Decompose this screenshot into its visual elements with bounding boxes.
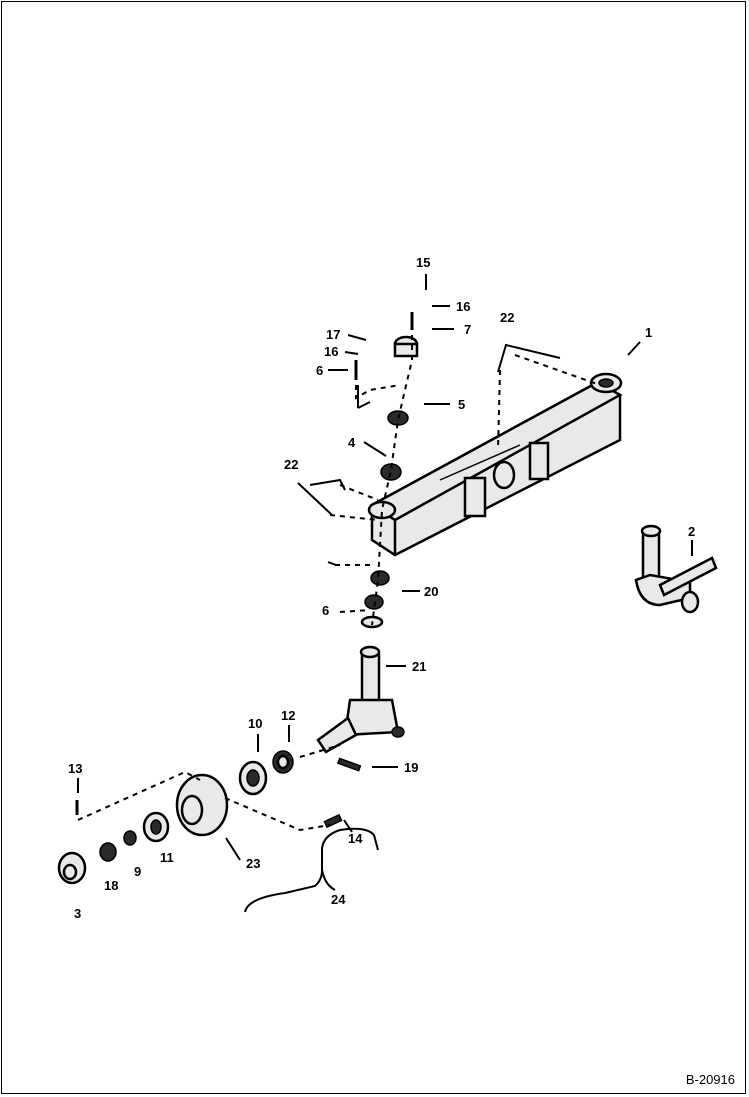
callout-23: 23	[246, 856, 260, 871]
callout-14: 14	[348, 831, 363, 846]
callout-22b: 22	[284, 457, 298, 472]
callout-4: 4	[348, 435, 356, 450]
callout-22a: 22	[500, 310, 514, 325]
axle-beam	[367, 372, 623, 557]
callout-5: 5	[458, 397, 465, 412]
steering-knuckle-21	[316, 645, 405, 754]
callout-24: 24	[331, 892, 346, 907]
callout-19: 19	[404, 760, 418, 775]
callout-3: 3	[74, 906, 81, 921]
leader-lines	[77, 274, 693, 913]
callout-labels: 1 2 3 4 5 6 7 9 10 11 12 13 14 15 16 16 …	[68, 255, 695, 921]
callout-11: 11	[160, 850, 174, 865]
callout-6: 6	[316, 363, 323, 378]
callout-13: 13	[68, 761, 82, 776]
callout-9: 9	[134, 864, 141, 879]
callout-21: 21	[412, 659, 426, 674]
callout-10: 10	[248, 716, 262, 731]
callout-1: 1	[645, 325, 652, 340]
assembly-paths	[77, 335, 601, 832]
fasteners	[75, 312, 414, 815]
callout-2: 2	[688, 524, 695, 539]
callout-12: 12	[281, 708, 295, 723]
callout-20: 20	[424, 584, 438, 599]
callout-17: 17	[326, 327, 340, 342]
callout-16b: 16	[324, 344, 338, 359]
spindle-part-2	[634, 524, 718, 614]
callout-15: 15	[416, 255, 430, 270]
diagram-reference-code: B-20916	[685, 1072, 735, 1087]
bushing-stack	[360, 335, 419, 629]
callout-16a: 16	[456, 299, 470, 314]
callout-6b: 6	[322, 603, 329, 618]
callout-18: 18	[104, 878, 118, 893]
hub-assembly	[57, 750, 362, 885]
callout-7: 7	[464, 322, 471, 337]
